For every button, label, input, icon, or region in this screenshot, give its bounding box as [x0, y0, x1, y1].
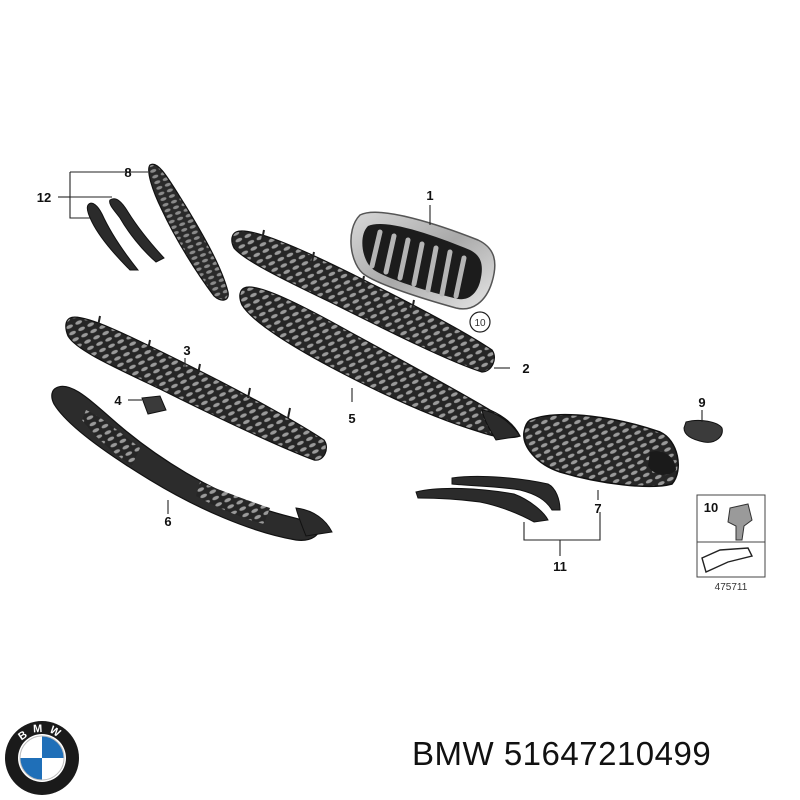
- callout-labels: 1 2 3 4 5 6 7 8 9 11 12: [37, 165, 706, 574]
- part-number: 51647210499: [503, 735, 712, 772]
- part-12-trim-pieces: [86, 198, 165, 271]
- part-3-lower-bracket: [65, 315, 327, 461]
- inset-label: 10: [704, 500, 718, 515]
- ref-10-label: 10: [474, 318, 486, 329]
- part-4-clip: [141, 395, 167, 415]
- callout-8: 8: [124, 165, 131, 180]
- part-5-center-grille: [239, 286, 521, 441]
- callout-6: 6: [164, 514, 171, 529]
- arrow-icon: [701, 547, 754, 573]
- callout-5: 5: [348, 411, 355, 426]
- part-7-side-grille: [523, 413, 679, 488]
- part-6-bottom-grille: [51, 385, 333, 541]
- part-9-cap: [683, 419, 723, 443]
- bmw-logo: BMW: [5, 721, 79, 795]
- brand-name: BMW: [412, 735, 495, 772]
- part-2-upper-bracket: [231, 229, 495, 373]
- part-caption: BMW 51647210499: [412, 735, 711, 773]
- clip-icon: [727, 503, 753, 541]
- callout-9: 9: [698, 395, 705, 410]
- inset-ref-number: 475711: [715, 582, 748, 593]
- callout-12: 12: [37, 190, 51, 205]
- leader-lines: [58, 171, 703, 556]
- part-11-trim-strips: [415, 475, 561, 523]
- callout-3: 3: [183, 343, 190, 358]
- callout-11: 11: [553, 559, 567, 574]
- ref-10-marker: 10: [469, 311, 491, 333]
- part-1-kidney-grille: [350, 211, 496, 310]
- callout-7: 7: [594, 501, 601, 516]
- part-8-side-grille: [148, 163, 229, 301]
- callout-1: 1: [426, 188, 433, 203]
- callout-2: 2: [522, 361, 529, 376]
- callout-4: 4: [114, 393, 122, 408]
- inset-box-10: 10 475711: [696, 494, 766, 593]
